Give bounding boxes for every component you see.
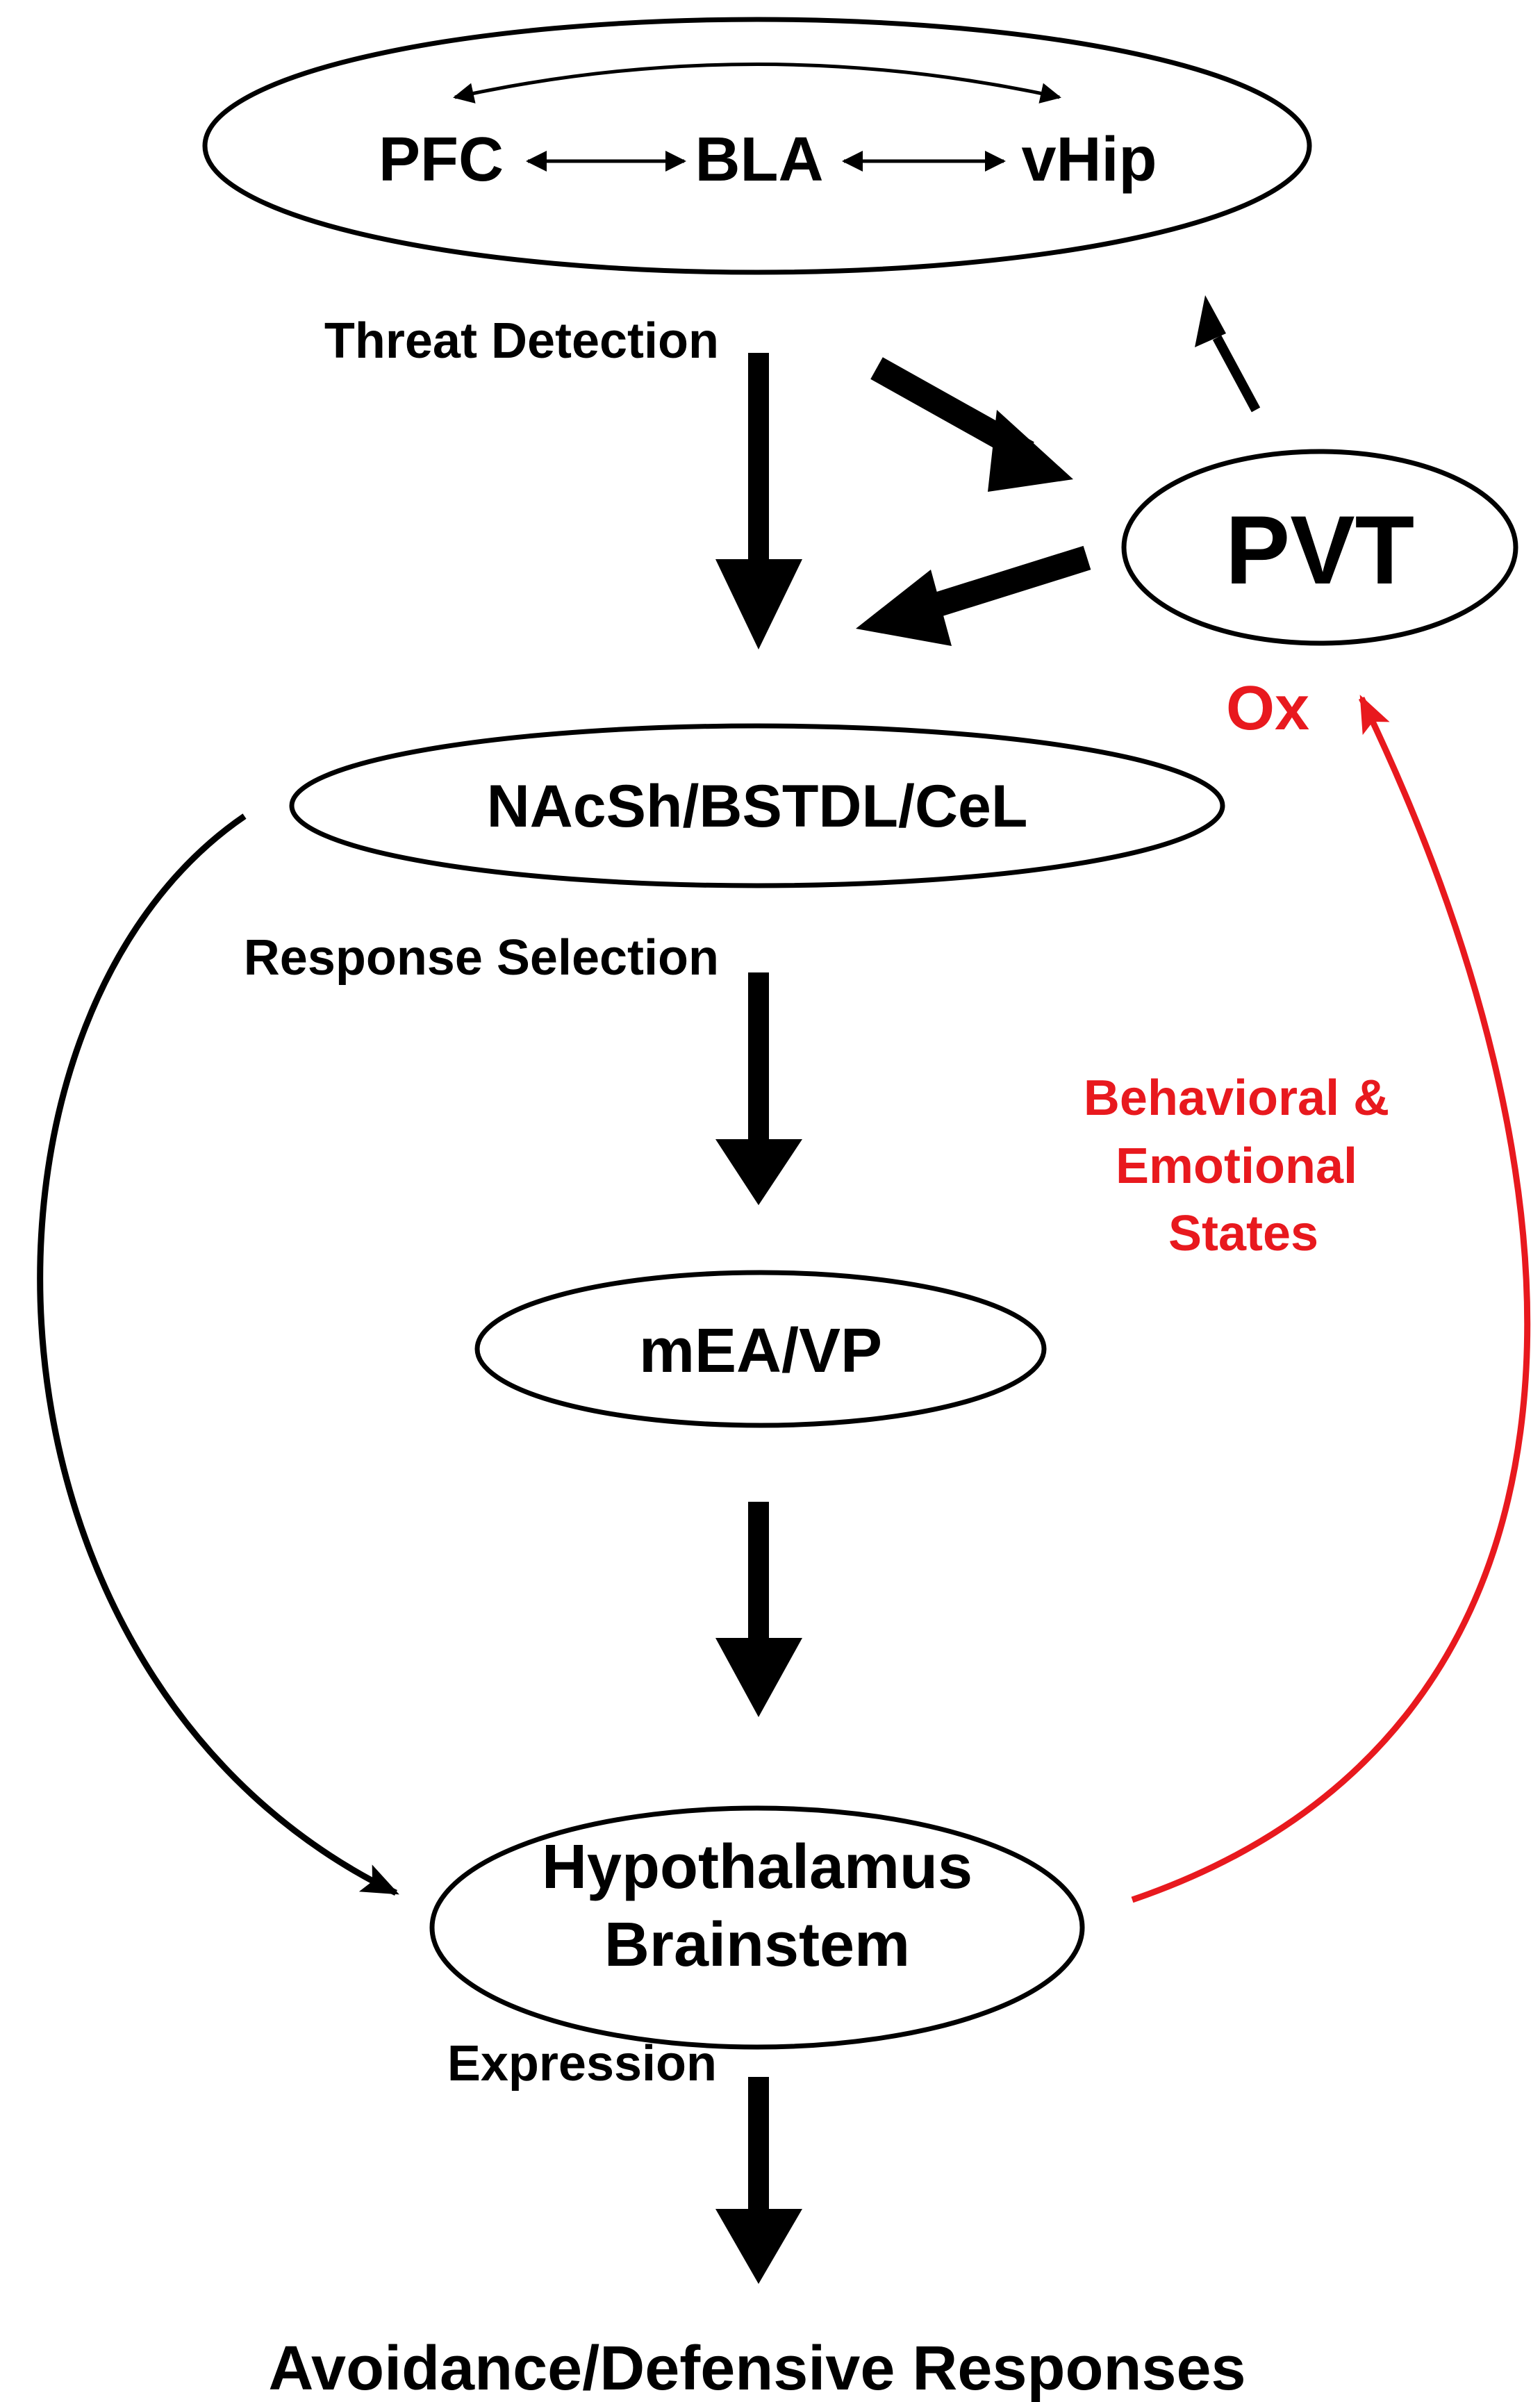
behavioral-states-line1: Behavioral & [1084, 1070, 1389, 1126]
bla-label: BLA [695, 125, 824, 194]
pvt-to-cortical-arrow [1195, 295, 1261, 413]
mea-to-hypothalamus-arrow [715, 1502, 802, 1717]
nacsh-to-hypothalamus-curve [37, 813, 399, 1896]
pvt-label: PVT [1225, 495, 1414, 604]
expression-to-output-arrow [715, 2077, 802, 2284]
hypothalamus-label: Hypothalamus [542, 1832, 972, 1902]
mea-label: mEA/VP [639, 1316, 882, 1386]
nacsh-ellipse [289, 723, 1225, 888]
pvt-to-nacsh-arrow [856, 545, 1091, 646]
ox-label: Ox [1226, 674, 1309, 743]
behavioral-states-line2: Emotional [1116, 1138, 1357, 1194]
feedback-curve-arrow [1131, 695, 1531, 1903]
threat-to-nacsh-arrow [715, 353, 802, 649]
mea-ellipse [474, 1270, 1047, 1428]
behavioral-states-line3: States [1168, 1206, 1318, 1261]
expression-label: Expression [447, 2036, 717, 2092]
threat-to-pvt-arrow [870, 357, 1073, 492]
nacsh-to-mea-arrow [715, 972, 802, 1205]
threat-detection-label: Threat Detection [324, 313, 719, 369]
pfc-label: PFC [379, 125, 504, 194]
cortical-group-ellipse [202, 17, 1312, 275]
hypothalamus-ellipse [429, 1805, 1085, 2050]
pfc-vhip-arc-arrow [453, 63, 1061, 103]
brainstem-label: Brainstem [604, 1910, 910, 1980]
vhip-label: vHip [1021, 125, 1157, 194]
nacsh-label: NAcSh/BSTDL/CeL [487, 773, 1028, 840]
response-selection-label: Response Selection [244, 930, 719, 986]
pvt-ellipse [1121, 449, 1518, 646]
output-label: Avoidance/Defensive Responses [268, 2334, 1245, 2402]
